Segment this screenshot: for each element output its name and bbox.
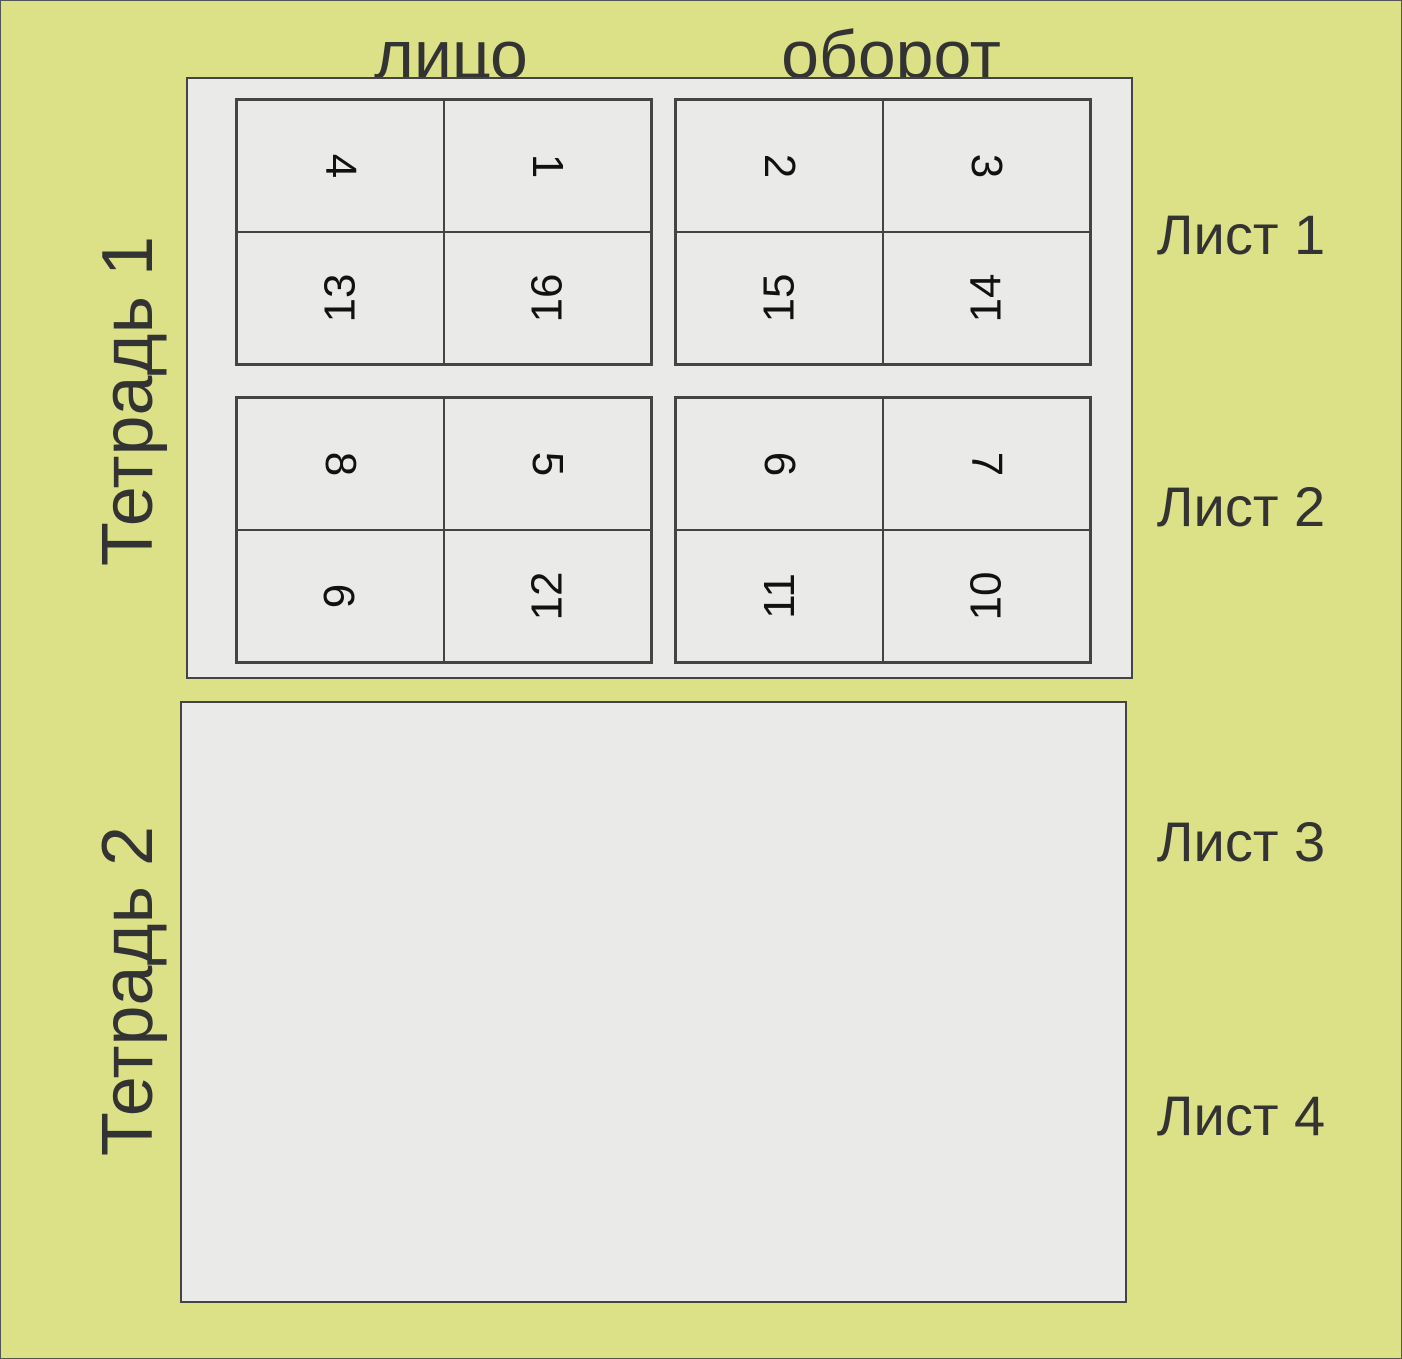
notebook-1-label: Тетрадь 1 (88, 235, 168, 567)
page-number: 4 (316, 153, 366, 179)
sheet-2-front: 8 5 9 12 (235, 396, 653, 664)
page-cell: 6 (676, 398, 883, 530)
page-cell: 2 (676, 100, 883, 232)
notebook-2-box (180, 701, 1127, 1303)
page-number: 7 (962, 451, 1012, 477)
page-cell: 15 (676, 232, 883, 364)
page-number: 5 (523, 451, 573, 477)
page-number: 11 (754, 573, 804, 619)
page-number: 6 (755, 451, 805, 477)
sheet-4-label: Лист 4 (1156, 1084, 1326, 1147)
page-cell: 10 (883, 530, 1090, 662)
page-number: 1 (523, 153, 573, 179)
page-cell: 12 (444, 530, 651, 662)
notebook-1-box: 4 1 13 16 2 3 15 14 8 5 9 12 6 7 11 10 (186, 77, 1133, 679)
sheet-1-front: 4 1 13 16 (235, 98, 653, 366)
page-cell: 4 (237, 100, 444, 232)
page-cell: 7 (883, 398, 1090, 530)
page-number: 16 (522, 273, 572, 323)
sheet-1-label: Лист 1 (1156, 203, 1326, 266)
page-number: 15 (754, 273, 804, 323)
page-number: 2 (755, 153, 805, 179)
page-number: 12 (522, 571, 572, 621)
sheet-1-back: 2 3 15 14 (674, 98, 1092, 366)
page-cell: 11 (676, 530, 883, 662)
notebook-2-label: Тетрадь 2 (88, 825, 168, 1157)
page-number: 9 (315, 583, 365, 609)
page-cell: 3 (883, 100, 1090, 232)
page-cell: 5 (444, 398, 651, 530)
page-number: 14 (961, 273, 1011, 323)
page-cell: 16 (444, 232, 651, 364)
page-number: 13 (315, 273, 365, 323)
page-number: 10 (961, 571, 1011, 621)
sheet-2-label: Лист 2 (1156, 475, 1326, 538)
page-cell: 1 (444, 100, 651, 232)
sheet-2-back: 6 7 11 10 (674, 396, 1092, 664)
page-number: 3 (962, 153, 1012, 179)
page-cell: 13 (237, 232, 444, 364)
page-cell: 9 (237, 530, 444, 662)
page-cell: 8 (237, 398, 444, 530)
page-number: 8 (316, 451, 366, 477)
sheet-3-label: Лист 3 (1156, 810, 1326, 873)
page-cell: 14 (883, 232, 1090, 364)
